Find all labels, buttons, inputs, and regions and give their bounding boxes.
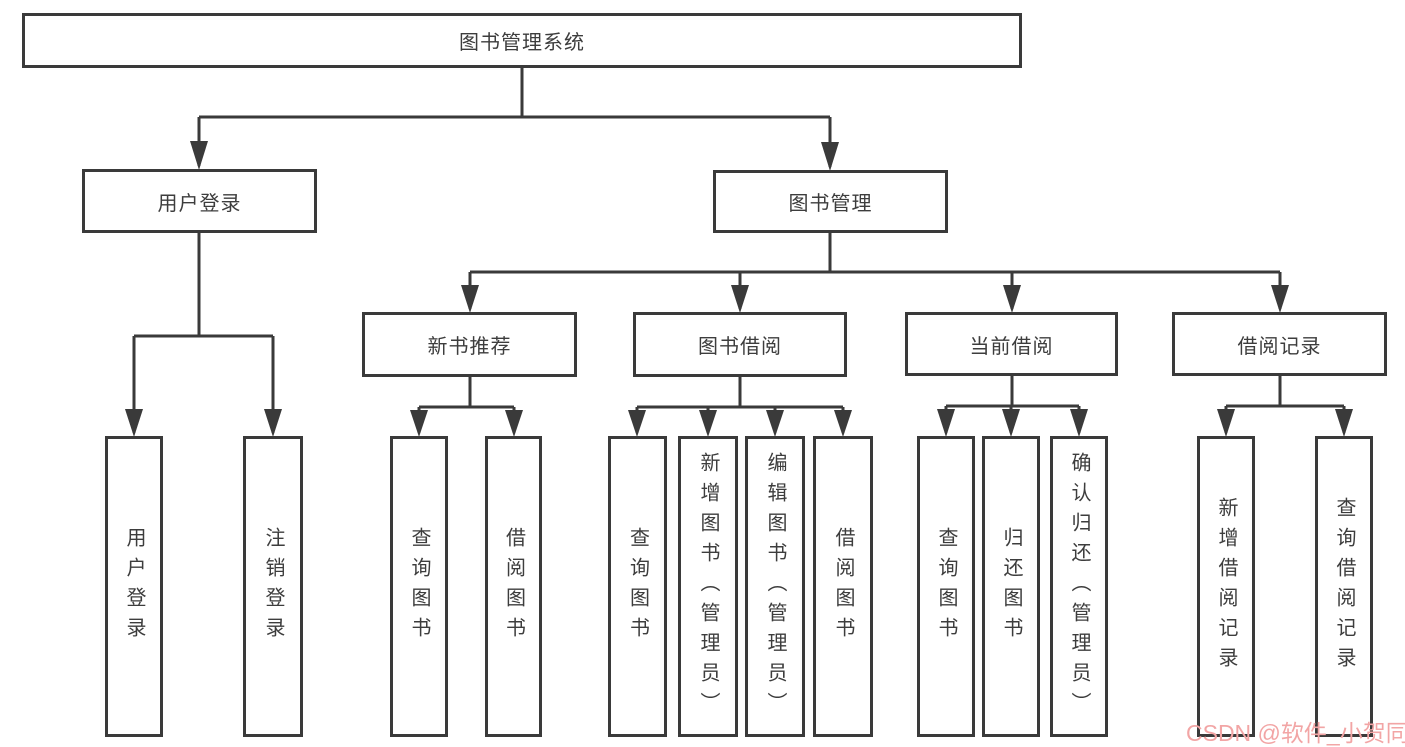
node-label: 确认归还（管理员） [1068,451,1090,722]
node-leaf-query-books-borrow: 查询图书 [608,436,667,737]
node-label: 新增图书（管理员） [697,451,719,722]
csdn-watermark: CSDN @软件_小贺同学 [1186,720,1405,746]
node-label: 新增借阅记录 [1215,496,1237,677]
node-label: 归还图书 [1000,526,1022,647]
node-leaf-add-book-admin: 新增图书（管理员） [678,436,738,737]
node-user-login: 用户登录 [82,169,317,233]
node-label: 查询图书 [935,526,957,647]
node-label: 当前借阅 [969,335,1054,358]
node-label: 注销登录 [262,526,284,647]
node-label: 用户登录 [123,526,145,647]
node-label: 借阅图书 [832,526,854,647]
node-label: 查询图书 [408,526,430,647]
node-label: 用户登录 [157,192,242,215]
node-leaf-add-borrow-record: 新增借阅记录 [1197,436,1255,737]
node-book-management: 图书管理 [713,170,948,233]
node-label: 查询借阅记录 [1333,496,1355,677]
node-label: 借阅记录 [1237,335,1322,358]
node-label: 新书推荐 [427,336,512,358]
node-leaf-edit-book-admin: 编辑图书（管理员） [745,436,805,737]
node-leaf-confirm-return-admin: 确认归还（管理员） [1050,436,1108,737]
node-label: 图书管理系统 [459,32,585,54]
node-leaf-logout: 注销登录 [243,436,303,737]
node-label: 编辑图书（管理员） [764,451,786,722]
node-leaf-query-books-recommend: 查询图书 [390,436,448,737]
node-new-book-recommend: 新书推荐 [362,312,577,377]
node-label: 图书借阅 [698,336,782,358]
node-book-borrow: 图书借阅 [633,312,847,377]
node-label: 图书管理 [788,193,873,215]
node-current-borrow: 当前借阅 [905,312,1118,376]
node-leaf-borrow-books-recommend: 借阅图书 [485,436,542,737]
node-library-management-system: 图书管理系统 [22,13,1022,68]
node-label: 借阅图书 [502,526,525,647]
node-label: 查询图书 [626,526,649,647]
node-leaf-query-borrow-record: 查询借阅记录 [1315,436,1373,737]
node-leaf-query-books-current: 查询图书 [917,436,975,737]
node-leaf-return-book: 归还图书 [982,436,1040,737]
node-borrow-records: 借阅记录 [1172,312,1387,376]
node-leaf-user-login: 用户登录 [105,436,163,737]
node-leaf-borrow-books: 借阅图书 [813,436,873,737]
